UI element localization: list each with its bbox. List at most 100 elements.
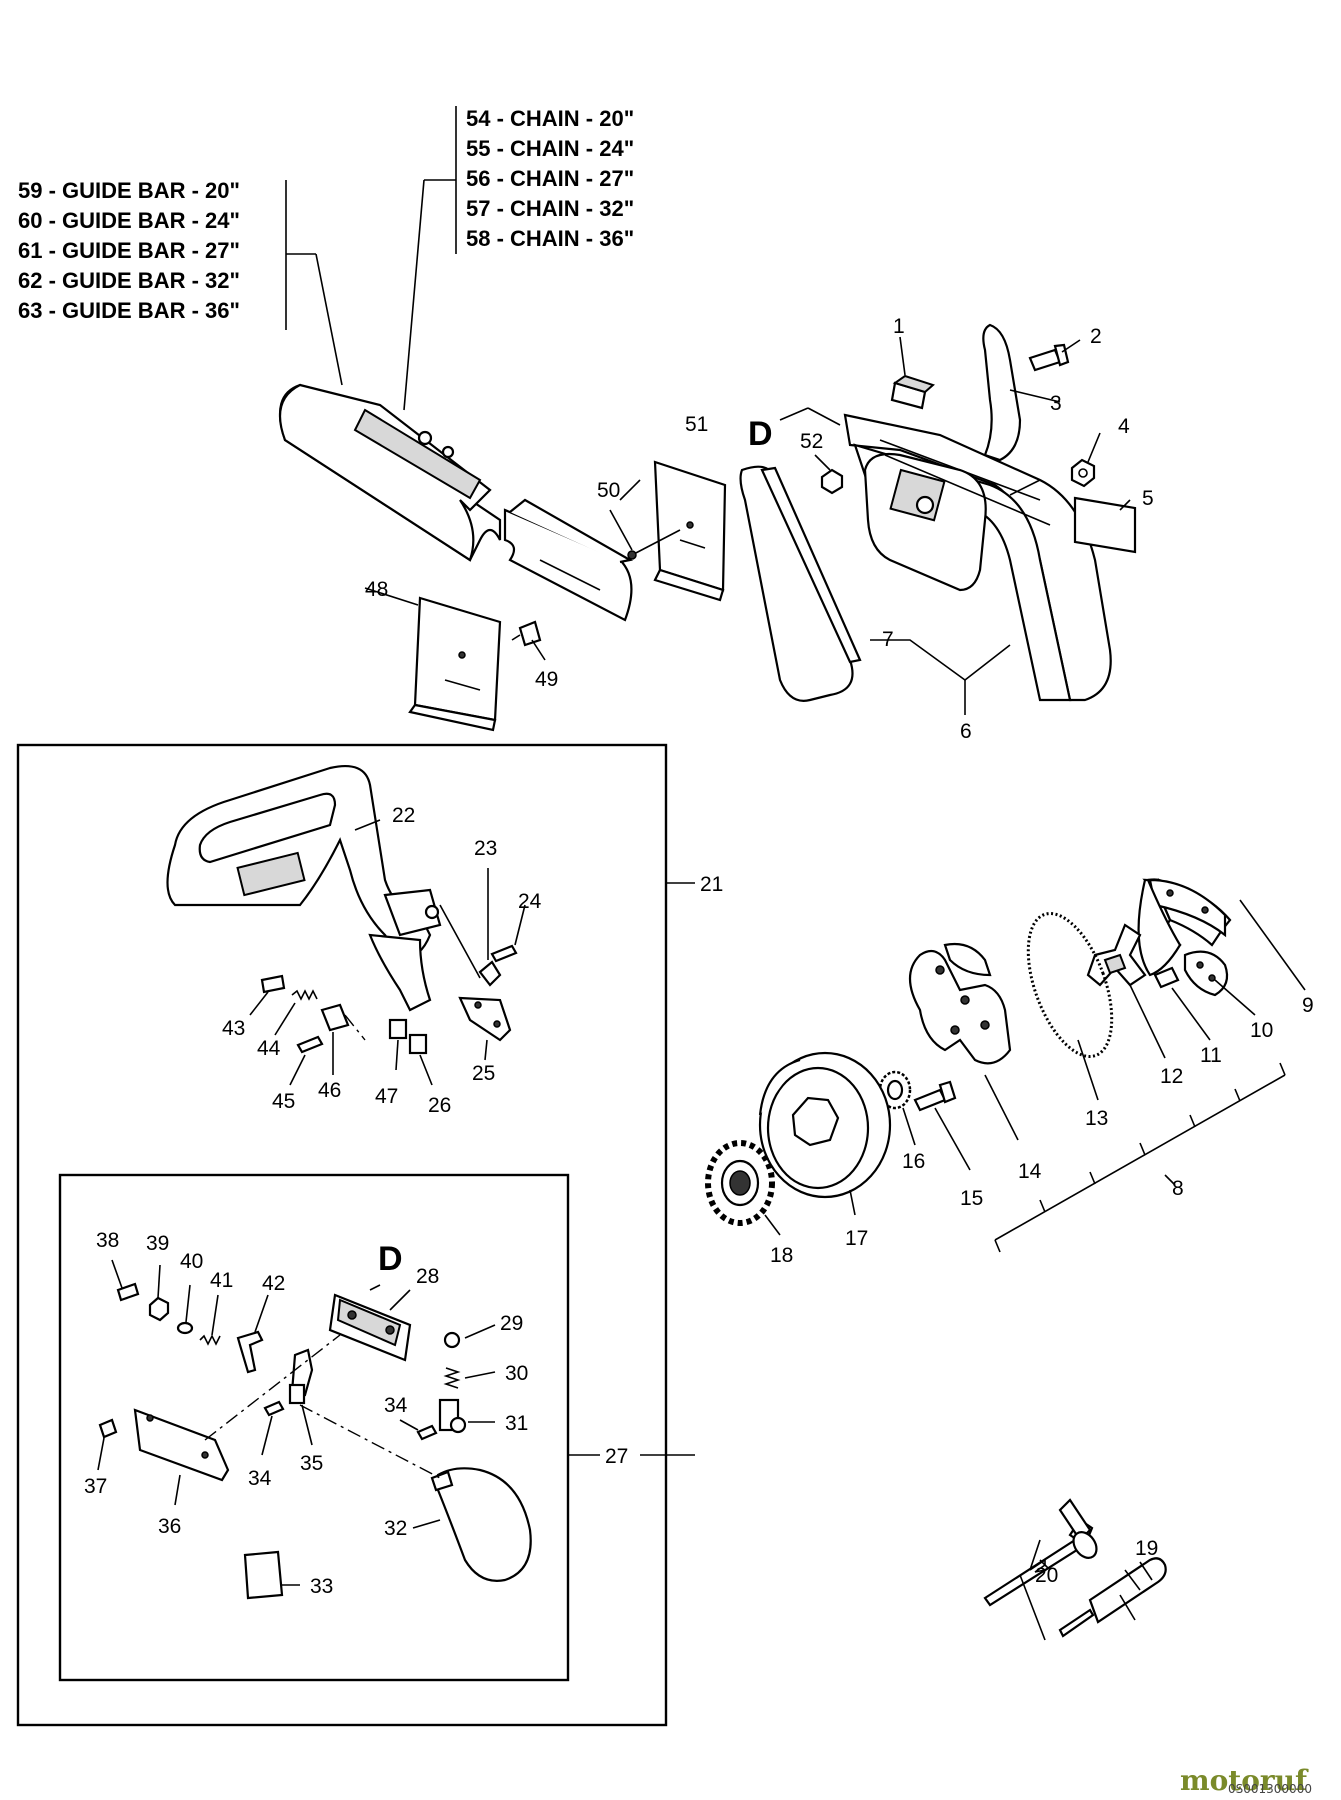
callout: 46	[318, 1079, 341, 1102]
stud-49	[511, 620, 542, 647]
bushing-26	[408, 1033, 433, 1086]
spring-13	[1026, 912, 1114, 1058]
label-33	[243, 1550, 300, 1600]
screw-50	[627, 529, 681, 560]
callout: 39	[146, 1232, 169, 1255]
callout: 34	[248, 1467, 272, 1490]
callout: 40	[180, 1250, 203, 1273]
cover-plate-3	[982, 323, 1022, 462]
guide-bar-item: 59 - GUIDE BAR - 20"	[18, 178, 240, 203]
callout: 20	[1035, 1564, 1058, 1587]
screw-37	[97, 1418, 118, 1471]
callout: 48	[365, 578, 388, 601]
callout: 13	[1085, 1107, 1108, 1130]
leaders-clutch	[764, 899, 1306, 1253]
washer-40	[176, 1284, 194, 1335]
watermark-brand: motoruf	[1180, 1764, 1309, 1797]
callout: 16	[902, 1150, 925, 1173]
bolt-15	[913, 1080, 957, 1112]
callout: 25	[472, 1062, 495, 1085]
guide-bar-item: 62 - GUIDE BAR - 32"	[18, 268, 240, 293]
callout: 49	[535, 668, 558, 691]
rim-sprocket-18	[705, 1140, 775, 1226]
chain-item: 55 - CHAIN - 24"	[466, 136, 634, 161]
callout: 12	[1160, 1065, 1183, 1088]
cover-36	[133, 1334, 341, 1506]
guide-bar-item: 60 - GUIDE BAR - 24"	[18, 208, 240, 233]
callout: 4	[1118, 415, 1130, 438]
callout: 5	[1142, 487, 1154, 510]
screw-38	[111, 1259, 140, 1302]
nut-39	[148, 1264, 170, 1322]
spring-30	[443, 1367, 496, 1389]
callout: 2	[1090, 325, 1102, 348]
callout: 35	[300, 1452, 323, 1475]
brake-band-32	[299, 1404, 532, 1582]
wrench-20	[983, 1498, 1098, 1641]
callout: 34	[384, 1394, 408, 1417]
side-cover	[739, 413, 1112, 702]
callout: 52	[800, 430, 823, 453]
callout: 27	[605, 1445, 628, 1468]
callout-labels: 1 2 3 4 5 6 7 8 9 10 11 12 13 14 15 16 1…	[84, 315, 1314, 1598]
callout: 51	[685, 413, 708, 436]
callout: 43	[222, 1017, 245, 1040]
pin-43	[249, 974, 286, 1016]
callout: 50	[597, 479, 620, 502]
callout: 38	[96, 1229, 119, 1252]
spring-44	[274, 989, 318, 1036]
hub-12	[1086, 923, 1147, 987]
screwdriver-19	[1058, 1557, 1167, 1638]
clutch-drum-14	[909, 942, 1012, 1065]
guide-bar-item: 63 - GUIDE BAR - 36"	[18, 298, 240, 323]
callout: 36	[158, 1515, 181, 1538]
pin-45	[289, 1035, 324, 1086]
callout: 42	[262, 1272, 285, 1295]
chain-item: 54 - CHAIN - 20"	[466, 106, 634, 131]
sprocket-drum-17	[758, 1051, 892, 1199]
callout: 3	[1050, 392, 1062, 415]
clutch-shoe-left	[1137, 878, 1182, 977]
chain-item: 58 - CHAIN - 36"	[466, 226, 634, 251]
callout: 33	[310, 1575, 333, 1598]
callout: 7	[882, 628, 894, 651]
callout: 37	[84, 1475, 107, 1498]
assembly-27-box	[58, 1173, 600, 1682]
watermark-code: 0S001300000	[1228, 1782, 1312, 1796]
pin-34-left	[261, 1400, 285, 1456]
callout: 22	[392, 804, 415, 827]
callout: 45	[272, 1090, 295, 1113]
assembly-21-box	[16, 743, 695, 1727]
brake-handle	[166, 764, 442, 1012]
cylinder-31	[438, 1398, 495, 1434]
callout: 47	[375, 1085, 398, 1108]
leaders-top	[364, 336, 1131, 715]
callout: 10	[1250, 1019, 1273, 1042]
brake-housing-28	[328, 1284, 412, 1362]
cap-29	[443, 1324, 496, 1349]
callout: 14	[1018, 1160, 1042, 1183]
callout: 17	[845, 1227, 868, 1250]
callout: 31	[505, 1412, 528, 1435]
pin-24	[490, 904, 526, 963]
callout: 21	[700, 873, 723, 896]
detail-marker-top: D	[748, 415, 773, 453]
callout: 32	[384, 1517, 407, 1540]
callout: 28	[416, 1265, 439, 1288]
bar-plate-inner	[653, 460, 727, 602]
needle-bearing-16	[878, 1070, 912, 1110]
lever-25	[458, 996, 512, 1061]
callout: 24	[518, 890, 542, 913]
clutch-shoe-10	[1183, 950, 1229, 997]
guide-bar-item: 61 - GUIDE BAR - 27"	[18, 238, 240, 263]
callout: 23	[474, 837, 497, 860]
nut-52	[820, 468, 844, 495]
callout: 6	[960, 720, 972, 743]
chain-list: 54 - CHAIN - 20" 55 - CHAIN - 24" 56 - C…	[403, 106, 634, 411]
callout: 19	[1135, 1537, 1158, 1560]
callout: 11	[1200, 1044, 1222, 1067]
pin-34-right	[399, 1419, 438, 1441]
guide-bar-list: 59 - GUIDE BAR - 20" 60 - GUIDE BAR - 24…	[18, 178, 343, 386]
screw-23	[439, 868, 502, 987]
